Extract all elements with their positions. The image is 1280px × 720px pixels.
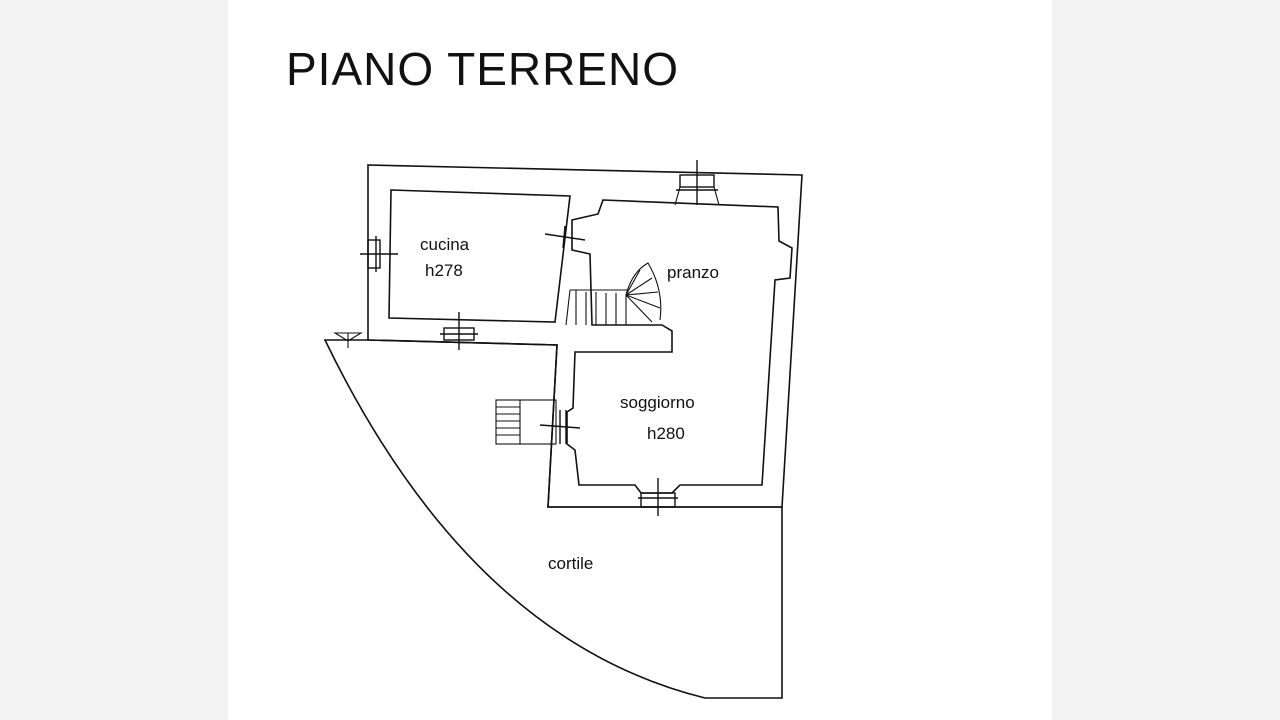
- door-cucina-pranzo: [544, 225, 586, 249]
- pranzo-soggiorno-room: [566, 199, 793, 494]
- spiral-staircase: [565, 262, 662, 326]
- door-soggiorno-steps: [539, 410, 581, 444]
- room-height-cucina: h278: [425, 261, 463, 280]
- external-steps: [495, 399, 557, 445]
- room-name-cortile: cortile: [548, 554, 593, 573]
- drawing-sheet: [228, 0, 1052, 720]
- room-name-cucina: cucina: [420, 235, 470, 254]
- window-top: [674, 160, 720, 206]
- room-height-soggiorno: h280: [647, 424, 685, 443]
- plan-title: PIANO TERRENO: [286, 43, 679, 95]
- room-name-soggiorno: soggiorno: [620, 393, 695, 412]
- cucina-room: [388, 189, 571, 323]
- window-soggiorno-bottom: [638, 478, 678, 516]
- level-marker: [333, 332, 363, 348]
- window-cucina-bottom: [440, 312, 478, 350]
- room-name-pranzo: pranzo: [667, 263, 719, 282]
- window-left: [360, 236, 398, 272]
- cortile-boundary: [323, 339, 783, 699]
